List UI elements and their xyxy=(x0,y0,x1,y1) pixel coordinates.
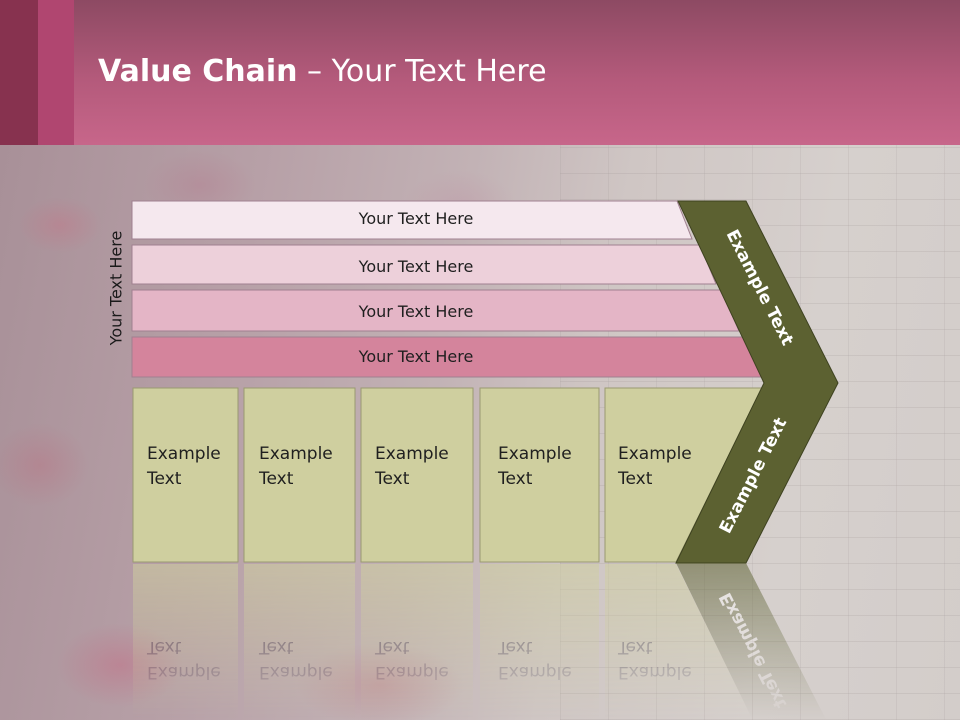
box-5-line1: Example xyxy=(618,444,692,464)
box-4-line2: Text xyxy=(497,469,533,489)
reflection-box-1-line2: Text xyxy=(146,637,182,657)
box-1-line1: Example xyxy=(147,444,221,464)
chain-row-2[interactable] xyxy=(131,244,717,285)
row-2-label: Your Text Here xyxy=(358,257,474,276)
header-band xyxy=(0,0,960,145)
box-2-line2: Text xyxy=(258,469,294,489)
row-1-label: Your Text Here xyxy=(358,209,474,228)
activity-box-3[interactable] xyxy=(360,387,474,563)
title-rest: – Your Text Here xyxy=(297,54,547,89)
diagram-reflection: Example Text Example Text Example Text E… xyxy=(133,563,827,720)
reflection-box-5-line1: Example xyxy=(618,662,692,682)
reflection-box-2-line1: Example xyxy=(259,662,333,682)
box-2-line1: Example xyxy=(259,444,333,464)
activity-box-1[interactable] xyxy=(132,387,239,563)
activity-box-4[interactable] xyxy=(479,387,600,563)
box-3-line2: Text xyxy=(374,469,410,489)
activity-box-2[interactable] xyxy=(243,387,356,563)
reflection-box-4-line1: Example xyxy=(498,662,572,682)
reflection-box-5-line2: Text xyxy=(617,637,653,657)
reflection-box-1-line1: Example xyxy=(147,662,221,682)
box-3-line1: Example xyxy=(375,444,449,464)
box-1-line2: Text xyxy=(146,469,182,489)
title-bold: Value Chain xyxy=(98,54,298,89)
row-3-label: Your Text Here xyxy=(358,302,474,321)
header-accent-strip-2 xyxy=(38,0,74,145)
box-5-line2: Text xyxy=(617,469,653,489)
reflection-box-3-line2: Text xyxy=(374,637,410,657)
box-4-line1: Example xyxy=(498,444,572,464)
reflection-box-3-line1: Example xyxy=(375,662,449,682)
slide-title[interactable]: Value Chain – Your Text Here xyxy=(98,54,547,89)
reflection-box-4-line2: Text xyxy=(497,637,533,657)
chain-row-1[interactable] xyxy=(131,200,693,240)
row-4-label: Your Text Here xyxy=(358,347,474,366)
header-accent-strip xyxy=(0,0,38,145)
reflection-box-2-line2: Text xyxy=(258,637,294,657)
